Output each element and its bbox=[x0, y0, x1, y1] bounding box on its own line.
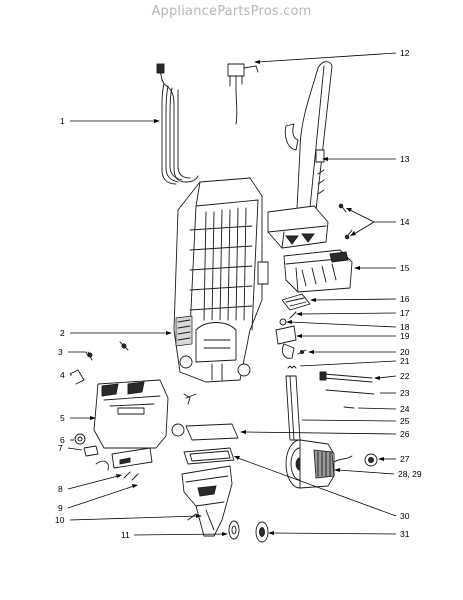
callout-2: 2 bbox=[60, 328, 65, 338]
callout-1: 1 bbox=[60, 116, 65, 126]
callout-13: 13 bbox=[400, 154, 410, 164]
callout-6: 6 bbox=[60, 435, 65, 445]
callout-14: 14 bbox=[400, 217, 410, 227]
callout-4: 4 bbox=[60, 370, 65, 380]
callout-30: 30 bbox=[400, 511, 410, 521]
part-24-pin bbox=[343, 406, 355, 409]
callout-7: 7 bbox=[58, 443, 63, 453]
part-27-bushing bbox=[364, 453, 378, 467]
part-21-spring bbox=[287, 365, 297, 369]
part-1-power-cord bbox=[156, 63, 199, 185]
callout-25: 25 bbox=[400, 416, 410, 426]
callout-26: 26 bbox=[400, 429, 410, 439]
callout-28-29: 28, 29 bbox=[398, 469, 422, 479]
callout-8: 8 bbox=[58, 484, 63, 494]
callout-16: 16 bbox=[400, 294, 410, 304]
part-25-tube bbox=[285, 375, 301, 441]
callout-27: 27 bbox=[400, 454, 410, 464]
part-14-screws bbox=[338, 203, 353, 240]
callout-5: 5 bbox=[60, 413, 65, 423]
part-6-wheel bbox=[74, 433, 86, 445]
part-20-screw bbox=[297, 349, 307, 355]
part-3-screws bbox=[87, 341, 129, 361]
part-5-nozzle-housing bbox=[93, 379, 197, 449]
callout-19: 19 bbox=[400, 331, 410, 341]
callout-31: 31 bbox=[400, 529, 410, 539]
part-26-filter-pad bbox=[185, 423, 239, 441]
callout-22: 22 bbox=[400, 371, 410, 381]
part-11-agitator bbox=[228, 520, 240, 540]
callout-23: 23 bbox=[400, 388, 410, 398]
leader-lines bbox=[67, 52, 397, 536]
part-17-screw bbox=[289, 311, 297, 319]
part-15-hose-bracket bbox=[283, 249, 353, 293]
part-7-agitator-end bbox=[83, 445, 99, 457]
callout-24: 24 bbox=[400, 404, 410, 414]
part-23-rod bbox=[325, 389, 375, 395]
callout-9: 9 bbox=[58, 503, 63, 513]
callout-15: 15 bbox=[400, 263, 410, 273]
part-31-bushing bbox=[255, 521, 269, 543]
callout-18: 18 bbox=[400, 322, 410, 332]
part-12-switch bbox=[227, 63, 259, 125]
part-30-filter-frame bbox=[183, 447, 235, 465]
callout-labels: 1 2 3 4 5 6 7 8 9 10 11 12 13 14 15 16 1… bbox=[55, 48, 422, 540]
watermark: AppliancePartsPros.com bbox=[151, 4, 312, 19]
part-9-screws bbox=[123, 471, 139, 481]
part-10-base-plate bbox=[181, 465, 233, 537]
part-13-handle bbox=[267, 61, 333, 249]
callout-17: 17 bbox=[400, 308, 410, 318]
part-22-rod bbox=[319, 371, 373, 383]
part-19-valve bbox=[275, 325, 297, 359]
callout-10: 10 bbox=[55, 515, 65, 525]
part-2-main-housing bbox=[173, 177, 269, 383]
part-8-belt-cover bbox=[95, 447, 153, 471]
part-18-ring bbox=[279, 318, 287, 326]
callout-12: 12 bbox=[400, 48, 410, 58]
callout-20: 20 bbox=[400, 347, 410, 357]
callout-11: 11 bbox=[121, 530, 130, 540]
part-28-motor bbox=[285, 439, 353, 489]
part-4-clip bbox=[69, 369, 85, 385]
callout-21: 21 bbox=[400, 356, 410, 366]
part-16-filter bbox=[281, 293, 311, 311]
callout-3: 3 bbox=[58, 347, 63, 357]
